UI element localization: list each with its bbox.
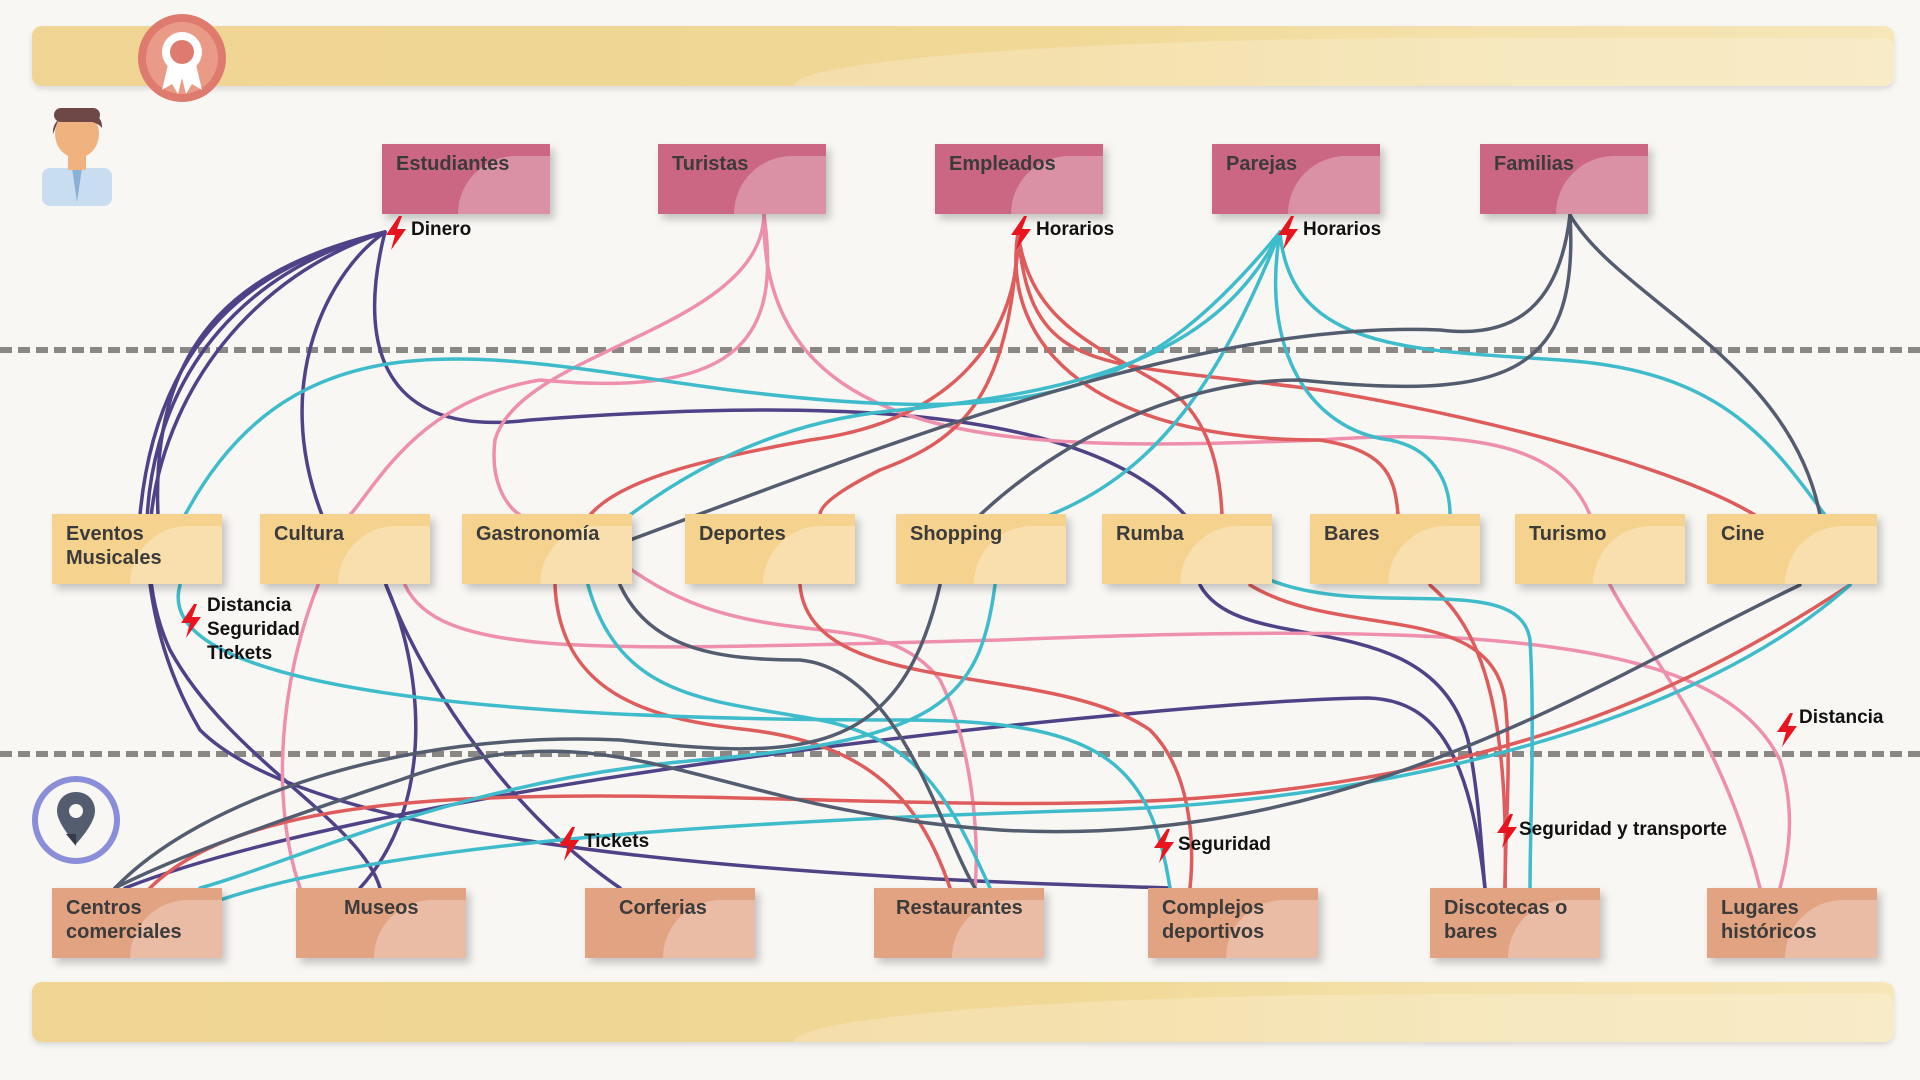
bottom-banner (32, 982, 1894, 1042)
link-cine-centros-slate (113, 583, 1802, 890)
lightning-bolt-icon (386, 216, 406, 250)
link-cultura-corferias (384, 583, 622, 890)
lightning-bolt-icon (1011, 216, 1031, 250)
place-node-lugares-historicos: Lugares históricos (1707, 888, 1877, 958)
map-pin-icon (32, 776, 120, 864)
note-seguridad: Seguridad (207, 619, 300, 640)
link-turismo-lugares (1608, 583, 1762, 890)
lightning-bolt-icon (1777, 713, 1797, 747)
lightning-bolt-icon (559, 827, 579, 861)
link-cultura-lugares (403, 583, 1792, 890)
link-shopping-centros-slate (113, 583, 942, 890)
category-node-bares: Bares (1310, 514, 1480, 584)
link-turistas-turismo (762, 213, 1592, 517)
lightning-bolt-icon (181, 604, 201, 638)
link-parejas-bares (1273, 230, 1452, 517)
place-node-restaurantes: Restaurantes (874, 888, 1044, 958)
note-tickets: Tickets (207, 643, 273, 664)
link-cultura-museos-2 (358, 583, 418, 890)
category-node-deportes: Deportes (685, 514, 855, 584)
link-rumba-discotecas-red (1248, 583, 1510, 890)
place-node-complejos-deportivos: Complejos deportivos (1148, 888, 1318, 958)
link-familias-gastronomia (628, 213, 1572, 542)
note-seguridad-complejos: Seguridad (1178, 834, 1271, 855)
note-distancia-lugares: Distancia (1799, 707, 1884, 728)
lightning-bolt-icon (1278, 216, 1298, 250)
link-empleados-bares (1014, 230, 1400, 517)
note-horarios-parejas: Horarios (1303, 219, 1382, 240)
link-familias-shopping (978, 213, 1573, 517)
lower-divider (0, 751, 1920, 757)
link-cultura-museos (280, 583, 320, 890)
user-node-familias: Familias (1480, 144, 1648, 214)
link-estudiantes-complejos (145, 230, 1172, 890)
note-horarios-empleados: Horarios (1036, 219, 1115, 240)
link-parejas-cine (1278, 230, 1827, 517)
link-empleados-deportes (818, 230, 1020, 517)
category-node-cine: Cine (1707, 514, 1877, 584)
category-node-rumba: Rumba (1102, 514, 1272, 584)
user-node-estudiantes: Estudiantes (382, 144, 550, 214)
upper-divider (0, 347, 1920, 353)
link-gastronomia-restaurantes-teal (586, 583, 992, 890)
link-familias-cine (1568, 213, 1822, 517)
lightning-bolt-icon (1497, 814, 1517, 848)
link-empleados-cine (1016, 230, 1757, 517)
link-estudiantes-rumba (372, 230, 1187, 517)
top-banner (32, 26, 1894, 86)
category-node-eventos-musicales: Eventos Musicales (52, 514, 222, 584)
link-centros-discotecas (123, 696, 1487, 890)
note-distancia: Distancia (207, 595, 292, 616)
link-parejas-gastronomia (628, 230, 1282, 517)
note-tickets-corferias: Tickets (584, 831, 650, 852)
category-node-shopping: Shopping (896, 514, 1066, 584)
user-avatar-icon (42, 108, 112, 206)
link-empleados-rumba (1016, 230, 1224, 517)
user-node-parejas: Parejas (1212, 144, 1380, 214)
link-turistas-cultura (348, 213, 770, 517)
user-node-empleados: Empleados (935, 144, 1103, 214)
place-node-museos: Museos (296, 888, 466, 958)
place-node-discotecas-bares: Discotecas o bares (1430, 888, 1600, 958)
place-node-centros-comerciales: Centros comerciales (52, 888, 222, 958)
category-node-gastronomia: Gastronomía (462, 514, 632, 584)
lightning-bolt-icon (1154, 829, 1174, 863)
note-dinero: Dinero (411, 219, 472, 240)
link-parejas-shopping (1048, 230, 1282, 517)
link-gastronomia-restaurantes (630, 568, 978, 890)
link-gastronomia-restaurantes-red (553, 583, 952, 890)
note-seguridad-transporte: Seguridad y transporte (1519, 819, 1727, 840)
award-ribbon-icon (138, 14, 226, 102)
link-turistas-gastronomia (492, 213, 766, 517)
link-rumba-discotecas (1198, 583, 1487, 890)
link-cine-centros-teal (218, 583, 1852, 902)
link-parejas-eventos (183, 230, 1282, 517)
link-rumba-discotecas-teal (1268, 578, 1534, 890)
user-node-turistas: Turistas (658, 144, 826, 214)
link-gastronomia-restaurantes-slate (618, 583, 977, 890)
link-shopping-centros (198, 583, 997, 890)
link-empleados-gastronomia (588, 230, 1020, 517)
category-node-cultura: Cultura (260, 514, 430, 584)
category-node-turismo: Turismo (1515, 514, 1685, 584)
link-estudiantes-cultura (300, 230, 387, 517)
place-node-corferias: Corferias (585, 888, 755, 958)
link-eventos-complejos (176, 583, 1172, 890)
link-cine-centros (148, 583, 1852, 890)
link-estudiantes-eventos-2 (155, 230, 387, 517)
